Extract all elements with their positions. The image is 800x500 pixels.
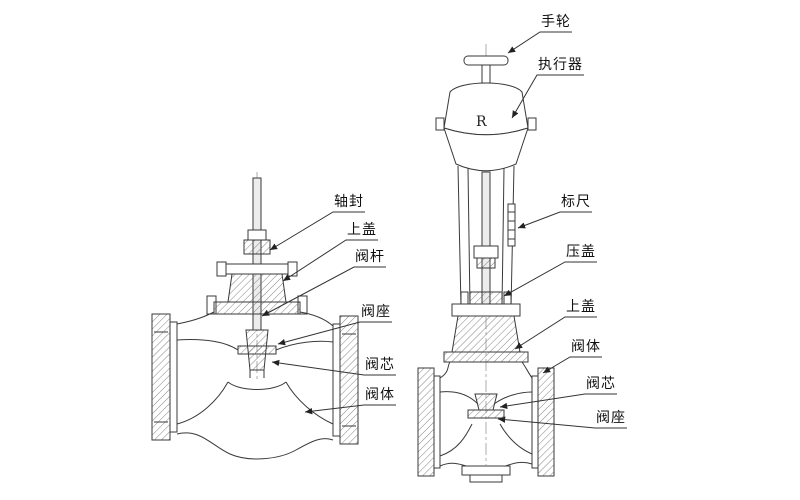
label-right-handwheel: 手轮 [541, 14, 571, 30]
label-left-valve-plug: 阀芯 [365, 357, 395, 373]
right-body-outline [439, 361, 451, 379]
handwheel [463, 55, 509, 66]
left-passage [176, 381, 229, 425]
label-left-valve-seat: 阀座 [361, 304, 391, 320]
label-left-shaft-seal: 轴封 [334, 194, 364, 210]
right-upper-cover [451, 315, 521, 353]
left-body-bottom [176, 432, 334, 460]
travel-scale [507, 203, 516, 247]
stem-coupling [473, 245, 499, 259]
right-valve-leaders [497, 31, 627, 429]
left-bonnet-flange [225, 263, 289, 275]
actuator-marking: R [476, 114, 487, 130]
leader-valve-seat [277, 321, 392, 346]
label-right-valve-body: 阀体 [571, 339, 601, 355]
left-passage [176, 339, 239, 351]
left-bonnet-bolt-left [216, 261, 227, 277]
yoke-bottom-flange [451, 303, 521, 317]
leader-valve-plug [499, 393, 617, 410]
actuator-stem [481, 171, 491, 309]
leader-valve-body [542, 356, 602, 374]
left-body-outline [299, 311, 334, 327]
right-passage [493, 391, 533, 405]
left-body-top-flange [213, 301, 301, 315]
yoke-column-left [457, 165, 462, 309]
yoke-column-right [501, 167, 505, 309]
label-right-valve-seat: 阀座 [596, 410, 626, 426]
label-left-valve-stem: 阀杆 [355, 249, 385, 265]
left-valve-plug [245, 329, 269, 371]
actuator-lower [443, 127, 529, 172]
leader-upper-cover [514, 316, 597, 350]
left-valve-leaders [261, 211, 396, 415]
leader-valve-stem [261, 266, 386, 317]
left-outlet-face [332, 323, 341, 437]
stem-coupling-lower [476, 257, 496, 269]
left-shaft-seal [243, 239, 271, 255]
label-right-scale: 标尺 [561, 194, 591, 210]
left-body-outline [176, 311, 215, 325]
right-inlet-face [433, 375, 441, 469]
left-inlet-flange [151, 313, 171, 441]
actuator-clip-left [435, 117, 445, 131]
left-upper-cover [227, 273, 287, 303]
label-right-gland: 压盖 [566, 244, 596, 260]
left-passage [275, 340, 334, 351]
label-right-valve-plug: 阀芯 [586, 376, 616, 392]
bottom-flange [461, 465, 511, 476]
left-bonnet-bolt-right [287, 261, 298, 277]
right-valve-plug [474, 393, 498, 411]
right-passage [439, 423, 473, 457]
left-inlet-face [169, 321, 178, 433]
left-valve-drawing [151, 172, 359, 460]
label-left-upper-cover: 上盖 [347, 222, 377, 238]
right-body-outline [521, 361, 533, 379]
right-passage [499, 423, 533, 455]
right-body-top-flange [443, 351, 529, 363]
right-valve-drawing: R [417, 44, 555, 483]
left-packing-nut [247, 229, 267, 241]
leader-valve-plug [271, 359, 396, 376]
right-passage [439, 391, 479, 405]
actuator-clip-right [527, 117, 537, 131]
yoke-column-left [467, 167, 471, 309]
leader-valve-seat [497, 416, 627, 429]
leader-handwheel [507, 31, 572, 54]
left-passage [285, 381, 334, 425]
leader-actuator [511, 74, 584, 119]
right-outlet-flange [537, 367, 555, 477]
left-seat-bridge [227, 381, 287, 390]
label-left-valve-body: 阀体 [365, 387, 395, 403]
label-right-upper-cover: 上盖 [566, 299, 596, 315]
leader-scale [517, 211, 592, 229]
leader-shaft-seal [269, 211, 365, 251]
handwheel-shaft [481, 64, 491, 84]
bottom-cap [469, 474, 503, 483]
gland-bolt-left [460, 291, 469, 306]
left-outlet-flange [339, 315, 359, 445]
right-inlet-flange [417, 367, 435, 477]
leader-gland [503, 261, 597, 297]
right-valve-seat [467, 409, 505, 419]
leader-upper-cover [282, 239, 378, 282]
label-right-actuator: 执行器 [538, 57, 583, 73]
gland [469, 291, 503, 305]
leader-valve-body [304, 404, 396, 415]
